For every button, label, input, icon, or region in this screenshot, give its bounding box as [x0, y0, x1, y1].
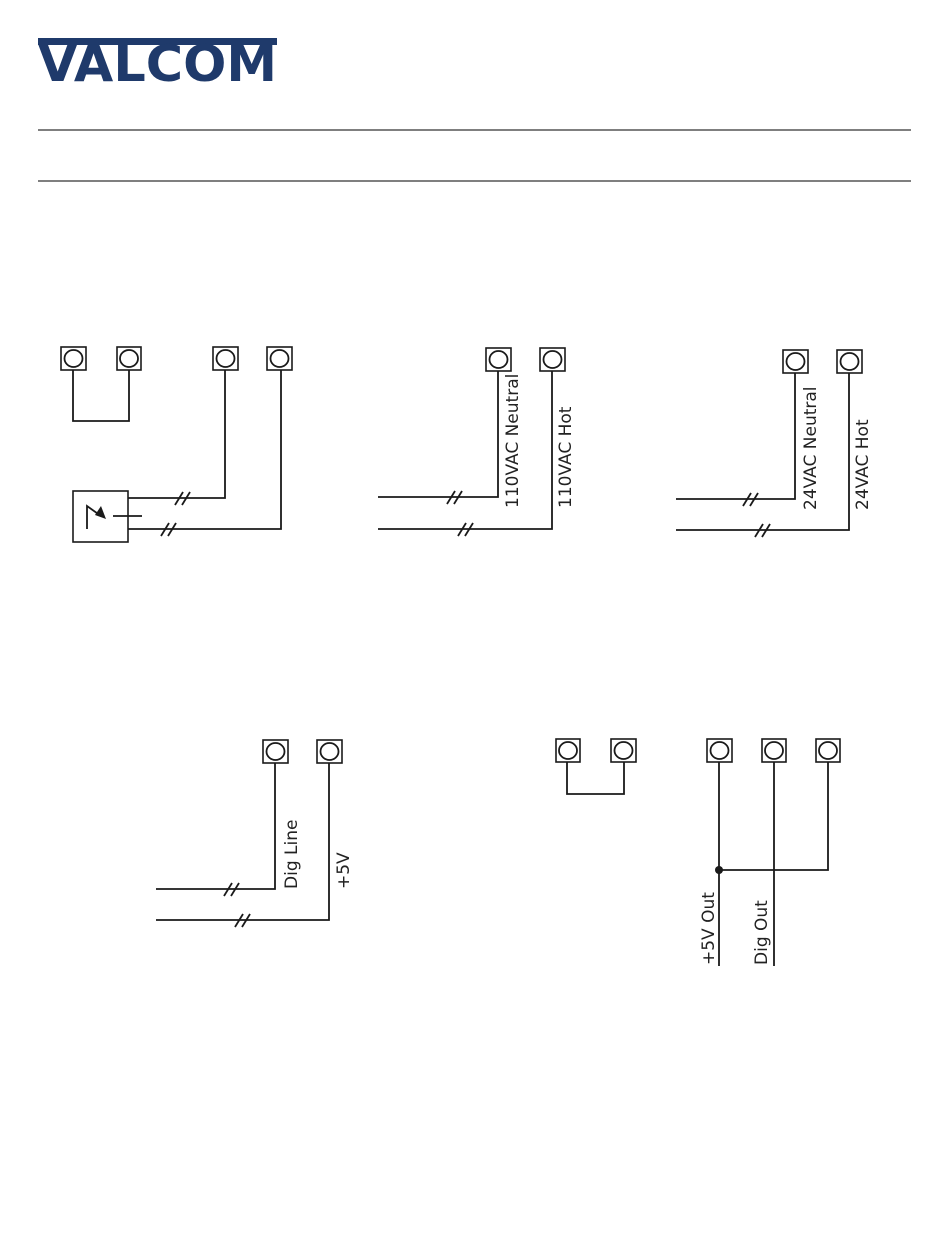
wire — [676, 373, 795, 499]
label-24vac-hot: 24VAC Hot — [853, 419, 873, 510]
terminal-screw — [711, 742, 729, 759]
wire — [105, 370, 225, 498]
terminal-screw — [841, 353, 859, 370]
jumper-wire — [567, 762, 624, 794]
terminal-screw — [819, 742, 837, 759]
terminal-screw — [544, 351, 562, 368]
wire — [156, 763, 329, 920]
wire — [378, 371, 552, 529]
terminal-screw — [787, 353, 805, 370]
label-dig-line: Dig Line — [282, 820, 302, 889]
valcom-logo: VALCOM — [38, 35, 277, 93]
label-110vac-hot: 110VAC Hot — [556, 406, 576, 508]
terminal-screw — [321, 743, 339, 760]
diagram-digital-input: Dig Line +5V — [156, 740, 354, 927]
wire — [156, 763, 275, 889]
diagram-24vac: 24VAC Neutral 24VAC Hot — [676, 350, 873, 537]
terminal-screw — [271, 350, 289, 367]
terminal-screw — [65, 350, 83, 367]
label-plus-5v: +5V — [334, 852, 354, 889]
wire — [378, 371, 498, 497]
diagram-contact-closure — [61, 347, 292, 542]
label-dig-out: Dig Out — [752, 900, 772, 965]
wire — [676, 373, 849, 530]
diagram-110vac: 110VAC Neutral 110VAC Hot — [378, 348, 576, 536]
terminal-screw — [217, 350, 235, 367]
label-plus-5v-out: +5V Out — [699, 892, 719, 965]
diagram-digital-output: +5V Out Dig Out — [556, 739, 840, 966]
label-24vac-neutral: 24VAC Neutral — [801, 386, 821, 510]
jumper-wire — [73, 370, 129, 421]
terminal-screw — [120, 350, 138, 367]
label-110vac-neutral: 110VAC Neutral — [503, 374, 523, 508]
terminal-screw — [490, 351, 508, 368]
terminal-screw — [267, 743, 285, 760]
terminal-screw — [765, 742, 783, 759]
wire-junction-dot — [715, 866, 723, 874]
terminal-screw — [615, 742, 633, 759]
logo-text: VALCOM — [38, 35, 277, 93]
terminal-screw — [559, 742, 577, 759]
